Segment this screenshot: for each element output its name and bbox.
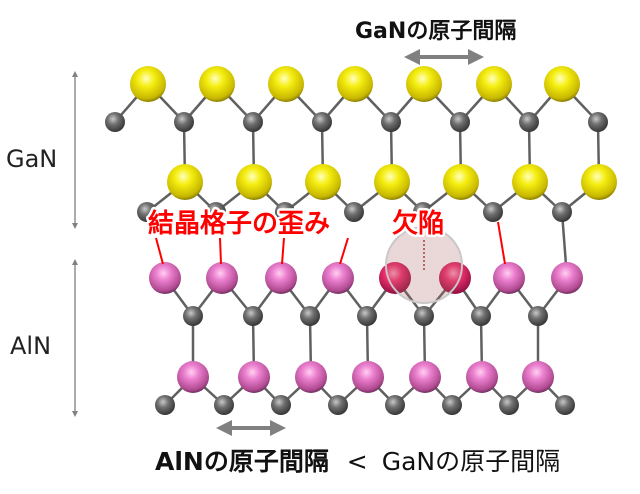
nitrogen-atom <box>105 112 125 132</box>
nitrogen-atom <box>499 395 519 415</box>
aluminum-atom <box>466 361 498 393</box>
nitrogen-atom <box>519 112 539 132</box>
nitrogen-atom <box>588 112 608 132</box>
nitrogen-atom <box>552 202 572 222</box>
nitrogen-atom <box>275 202 295 222</box>
gallium-atom <box>268 66 304 102</box>
defect-highlight <box>385 226 463 304</box>
gan-layer-label: GaN <box>6 145 57 173</box>
aluminum-atom <box>295 361 327 393</box>
gallium-atom <box>236 164 272 200</box>
nitrogen-atom <box>471 306 491 326</box>
nitrogen-atom <box>344 202 364 222</box>
nitrogen-atom <box>174 112 194 132</box>
gallium-atom <box>443 164 479 200</box>
nitrogen-atom <box>206 202 226 222</box>
gallium-atom <box>167 164 203 200</box>
nitrogen-atom <box>328 395 348 415</box>
strain-label: 結晶格子の歪み <box>148 208 330 239</box>
nitrogen-atom <box>381 112 401 132</box>
nitrogen-atom <box>450 112 470 132</box>
nitrogen-atom <box>137 202 157 222</box>
gallium-atom <box>199 66 235 102</box>
gallium-atom <box>337 66 373 102</box>
gallium-atom <box>130 66 166 102</box>
atoms <box>105 66 617 415</box>
nitrogen-atom <box>243 112 263 132</box>
defect-label: 欠陥 <box>392 208 444 239</box>
nitrogen-atom <box>155 395 175 415</box>
strain-pointer-line <box>339 237 349 265</box>
nitrogen-atom <box>300 306 320 326</box>
aluminum-atom <box>206 262 238 294</box>
aluminum-atom <box>149 262 181 294</box>
nitrogen-atom <box>528 306 548 326</box>
defect-aluminum-atom <box>439 262 471 294</box>
bonds <box>114 83 601 406</box>
aluminum-atom <box>493 262 525 294</box>
strain-pointer-line <box>497 221 506 265</box>
aln-spacing-text: AlNの原子間隔 <box>155 447 329 476</box>
nitrogen-atom <box>214 395 234 415</box>
gan-spacing-text: GaNの原子間隔 <box>382 447 560 476</box>
gallium-atom <box>305 164 341 200</box>
aluminum-atom <box>352 361 384 393</box>
aluminum-atom <box>522 361 554 393</box>
less-than-operator: < <box>347 447 368 476</box>
nitrogen-atom <box>414 306 434 326</box>
nitrogen-atom <box>312 112 332 132</box>
strain-pointer-lines <box>155 221 506 265</box>
strain-pointer-line <box>155 237 164 265</box>
aluminum-atom <box>265 262 297 294</box>
aluminum-atom <box>409 361 441 393</box>
gan-spacing-title: GaNの原子間隔 <box>355 19 516 44</box>
aluminum-atom <box>551 262 583 294</box>
aluminum-atom <box>322 262 354 294</box>
gallium-atom <box>544 66 580 102</box>
gallium-atom <box>581 164 617 200</box>
gallium-atom <box>512 164 548 200</box>
nitrogen-atom <box>483 202 503 222</box>
nitrogen-atom <box>183 306 203 326</box>
gallium-atom <box>476 66 512 102</box>
aluminum-atom <box>238 361 270 393</box>
nitrogen-atom <box>385 395 405 415</box>
gallium-atom <box>406 66 442 102</box>
nitrogen-atom <box>243 306 263 326</box>
spacing-comparison: AlNの原子間隔 < GaNの原子間隔 <box>155 447 560 476</box>
nitrogen-atom <box>555 395 575 415</box>
strain-pointer-line <box>219 237 222 265</box>
nitrogen-atom <box>271 395 291 415</box>
nitrogen-atom <box>442 395 462 415</box>
gallium-atom <box>374 164 410 200</box>
nitrogen-atom <box>413 202 433 222</box>
strain-pointer-line <box>281 237 285 265</box>
aluminum-atom <box>177 361 209 393</box>
nitrogen-atom <box>357 306 377 326</box>
aln-layer-label: AlN <box>10 332 51 360</box>
